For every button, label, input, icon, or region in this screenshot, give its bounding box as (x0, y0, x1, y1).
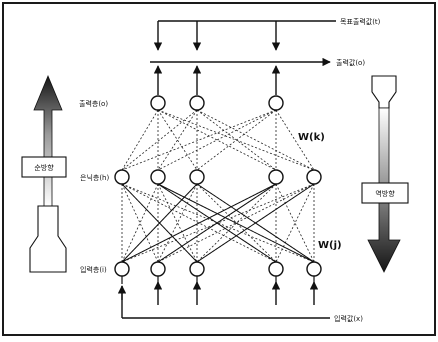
hidden-node (114, 169, 130, 185)
forward-label: 순방향 (34, 163, 54, 172)
upper-connections (121, 109, 315, 171)
input-layer-nodes (114, 261, 322, 277)
input-layer-label: 입력층(i) (80, 265, 107, 274)
input-node (189, 261, 205, 277)
hidden-node (189, 169, 205, 185)
forward-arrow (29, 74, 67, 273)
target-output-bus (153, 20, 336, 51)
backward-label: 역방향 (375, 189, 395, 198)
hidden-layer-label: 은닉층(h) (80, 173, 109, 182)
output-value-label: 출력값(o) (336, 58, 365, 67)
input-node (268, 261, 284, 277)
backward-arrow (367, 75, 401, 273)
input-value-label: 입력값(x) (334, 315, 363, 323)
input-node (114, 261, 130, 277)
input-node (150, 261, 166, 277)
backward-label-box: 역방향 (361, 182, 409, 204)
outer-frame (2, 2, 436, 336)
target-output-label: 목표출력값(t) (340, 17, 381, 26)
lower-connections (121, 183, 315, 263)
weight-upper-label: W(k) (298, 132, 325, 143)
lower-solid-links (121, 183, 315, 263)
input-node-stubs (121, 276, 315, 284)
output-node (189, 95, 205, 111)
input-risers (117, 281, 330, 319)
output-node (150, 95, 166, 111)
output-layer-nodes (150, 95, 284, 111)
hidden-layer-nodes (114, 169, 322, 185)
output-node (268, 95, 284, 111)
forward-label-box: 순방향 (21, 156, 67, 178)
hidden-node (150, 169, 166, 185)
weight-lower-label: W(j) (318, 240, 342, 251)
hidden-node (268, 169, 284, 185)
output-layer-label: 출력층(o) (79, 99, 108, 108)
hidden-node (306, 169, 322, 185)
output-risers (153, 65, 281, 95)
input-node (306, 261, 322, 277)
